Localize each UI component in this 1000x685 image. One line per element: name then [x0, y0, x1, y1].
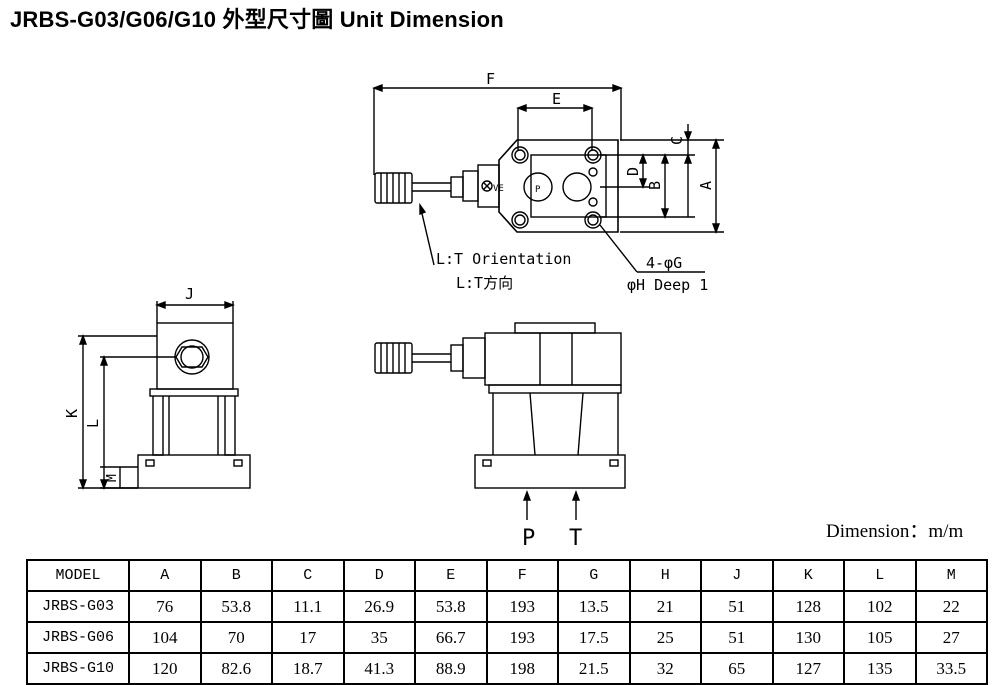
header-e: E	[414, 559, 488, 592]
cell-model: JRBS-G03	[26, 590, 130, 623]
cell-f: 198	[485, 652, 559, 685]
ve-port-label: VE	[493, 184, 504, 194]
table-header-row: MODEL A B C D E F G H J K L M	[26, 559, 988, 592]
cell-a: 120	[128, 652, 202, 685]
cell-g: 21.5	[557, 652, 631, 685]
dim-label-l: L	[84, 419, 102, 428]
page-title: JRBS-G03/G06/G10 外型尺寸圖 Unit Dimension	[10, 7, 504, 32]
cell-a: 104	[128, 621, 202, 654]
dim-label-j: J	[185, 285, 194, 303]
cell-l: 102	[843, 590, 917, 623]
cell-model: JRBS-G10	[26, 652, 130, 685]
cell-j: 65	[700, 652, 774, 685]
header-k: K	[771, 559, 845, 592]
header-a: A	[128, 559, 202, 592]
dim-label-f: F	[486, 70, 495, 88]
dim-label-d: D	[624, 167, 642, 176]
cell-model: JRBS-G06	[26, 621, 130, 654]
header-l: L	[843, 559, 917, 592]
dim-label-a: A	[697, 181, 715, 190]
unit-note: Dimension：m/m	[826, 521, 964, 542]
cell-c: 17	[271, 621, 345, 654]
cell-b: 82.6	[199, 652, 273, 685]
table-row: JRBS-G06 104 70 17 35 66.7 193 17.5 25 5…	[26, 621, 988, 654]
cell-j: 51	[700, 621, 774, 654]
cell-f: 193	[485, 621, 559, 654]
cell-a: 76	[128, 590, 202, 623]
cell-d: 41.3	[342, 652, 416, 685]
cell-e: 53.8	[414, 590, 488, 623]
hole-depth-label: φH Deep 1	[627, 276, 708, 294]
dim-label-m: M	[105, 474, 120, 482]
dimension-table: MODEL A B C D E F G H J K L M JRBS-G03 7…	[26, 559, 988, 685]
hole-spec-label: 4-φG	[646, 254, 682, 272]
p-port-label: P	[535, 185, 541, 195]
cell-k: 130	[771, 621, 845, 654]
cell-e: 88.9	[414, 652, 488, 685]
cell-m: 22	[914, 590, 988, 623]
cell-b: 53.8	[199, 590, 273, 623]
dim-label-c: C	[668, 136, 686, 145]
dim-label-e: E	[552, 90, 561, 108]
header-c: C	[271, 559, 345, 592]
orientation-label-zh: L:T方向	[456, 274, 513, 292]
cell-k: 128	[771, 590, 845, 623]
cell-c: 18.7	[271, 652, 345, 685]
cell-h: 32	[628, 652, 702, 685]
cell-e: 66.7	[414, 621, 488, 654]
side-view	[78, 300, 251, 490]
header-m: M	[914, 559, 988, 592]
cell-j: 51	[700, 590, 774, 623]
header-b: B	[199, 559, 273, 592]
unit-dimension-drawing: F E C D B A VE P L:T Orientation L:T方向 4…	[63, 70, 724, 551]
cell-m: 33.5	[914, 652, 988, 685]
cell-h: 21	[628, 590, 702, 623]
table-row: JRBS-G03 76 53.8 11.1 26.9 53.8 193 13.5…	[26, 590, 988, 623]
top-view	[372, 83, 724, 273]
p-port-arrow-label: P	[522, 526, 535, 551]
cell-l: 105	[843, 621, 917, 654]
cell-c: 11.1	[271, 590, 345, 623]
header-j: J	[700, 559, 774, 592]
header-d: D	[342, 559, 416, 592]
header-g: G	[557, 559, 631, 592]
orientation-label-en: L:T Orientation	[436, 250, 571, 268]
table-row: JRBS-G10 120 82.6 18.7 41.3 88.9 198 21.…	[26, 652, 988, 685]
dim-label-k: K	[63, 409, 81, 418]
cell-b: 70	[199, 621, 273, 654]
cell-d: 35	[342, 621, 416, 654]
cell-f: 193	[485, 590, 559, 623]
cell-l: 135	[843, 652, 917, 685]
t-port-arrow-label: T	[569, 526, 582, 551]
header-f: F	[485, 559, 559, 592]
cell-d: 26.9	[342, 590, 416, 623]
header-h: H	[628, 559, 702, 592]
front-view	[374, 322, 626, 520]
dim-label-b: B	[646, 181, 664, 190]
cell-k: 127	[771, 652, 845, 685]
cell-g: 17.5	[557, 621, 631, 654]
header-model: MODEL	[26, 559, 130, 592]
cell-m: 27	[914, 621, 988, 654]
cell-h: 25	[628, 621, 702, 654]
cell-g: 13.5	[557, 590, 631, 623]
